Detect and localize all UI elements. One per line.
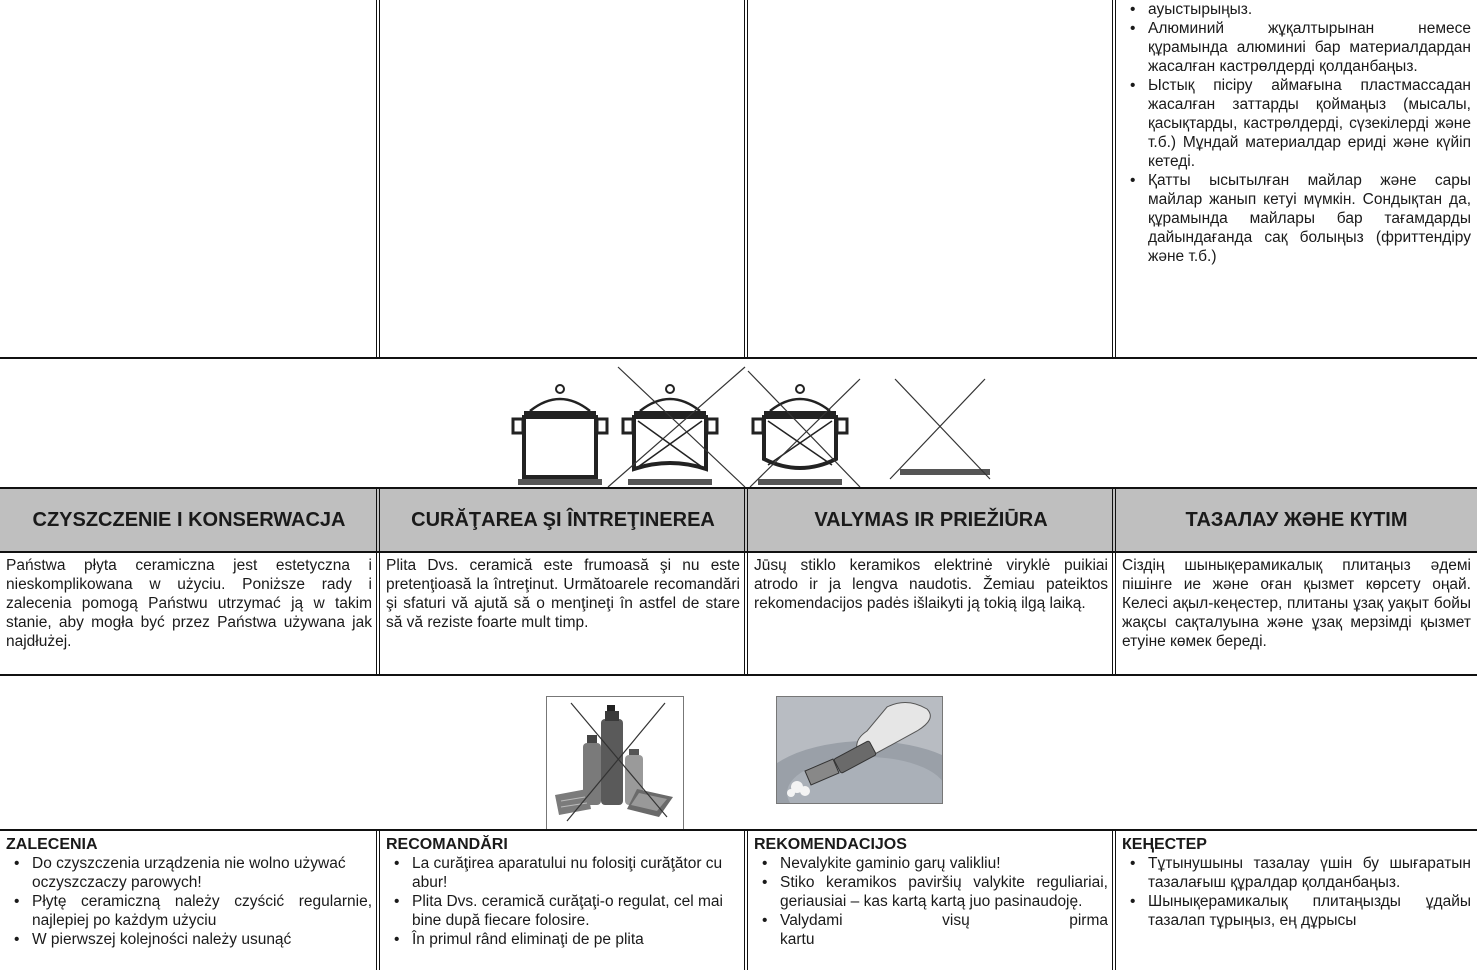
heading-lt: VALYMAS IR PRIEŽIŪRA — [814, 508, 1048, 531]
row-divider — [0, 357, 1477, 359]
intro-kk: Сіздің шынықерамикалық плитаңыз әдемі пі… — [1122, 557, 1471, 650]
pot-with-curved-base-crossed-icon — [607, 366, 746, 487]
row-divider — [0, 829, 1477, 831]
list-item: Valydami visų pirma kartu — [754, 911, 1108, 949]
pot-with-curved-base-crossed-icon — [747, 370, 861, 487]
heading-kk: ТАЗАЛАУ ЖӘНЕ КҮТІМ — [1185, 508, 1408, 531]
list-item: Plita Dvs. ceramică curăţaţi-o regulat, … — [386, 892, 740, 930]
list-item: Płytę ceramiczną należy czyścić regularn… — [6, 892, 372, 930]
intro-lt: Jūsų stiklo keramikos elektrinė viryklė … — [754, 557, 1108, 612]
column-divider — [1112, 0, 1116, 359]
column-divider — [376, 489, 380, 676]
top-col2-empty — [380, 0, 744, 357]
recommendations-title: КЕҢЕСТЕР — [1122, 836, 1207, 853]
heading-pl: CZYSZCZENIE I KONSERWACJA — [32, 508, 346, 531]
spray-cans-crossed-icon — [546, 696, 684, 830]
column-divider — [1112, 489, 1116, 676]
recommendations-ro: RECOMANDĂRI La curăţirea aparatului nu f… — [380, 833, 746, 970]
top-col1-empty — [0, 0, 376, 357]
cleaning-illustrations-row — [0, 676, 1477, 845]
bullet-item: Ыстық пісіру аймағына пластмассадан жаса… — [1122, 76, 1471, 171]
list-item: La curăţirea aparatului nu folosiţi cură… — [386, 854, 740, 892]
column-divider — [744, 831, 748, 970]
scraper-cleaning-icon — [757, 696, 977, 845]
section-heading-band: CZYSZCZENIE I KONSERWACJA CURĂŢAREA ŞI Î… — [0, 489, 1477, 551]
list-item: W pierwszej kolejności należy usunąć — [6, 930, 372, 949]
list-item: Nevalykite gaminio garų valikliu! — [754, 854, 1108, 873]
top-col4-text: ауыстырыңыз. Алюминий жұқалтырынан немес… — [1116, 0, 1477, 357]
list-item: Тұтынушыны тазалау үшін бу шығаратын таз… — [1122, 854, 1471, 892]
bullet-item: Алюминий жұқалтырынан немесе құрамында а… — [1122, 19, 1471, 76]
list-item: Do czyszczenia urządzenia nie wolno używ… — [6, 854, 372, 892]
recommendations-kk: КЕҢЕСТЕР Тұтынушыны тазалау үшін бу шыға… — [1116, 833, 1477, 970]
recommendations-title: RECOMANDĂRI — [386, 836, 508, 853]
top-col4-continuation: ауыстырыңыз. — [1122, 0, 1471, 19]
row-divider — [0, 674, 1477, 676]
row-divider — [0, 551, 1477, 553]
top-col3-empty — [748, 0, 1112, 357]
column-divider — [744, 489, 748, 676]
column-divider — [744, 0, 748, 359]
intro-ro: Plita Dvs. ceramică este frumoasă şi nu … — [386, 557, 740, 631]
pot-on-flat-base-icon — [511, 384, 609, 485]
column-divider — [1112, 831, 1116, 970]
list-item: Шынықерамикалық плитаңызды ұдайы тазалап… — [1122, 892, 1471, 930]
row-divider — [0, 487, 1477, 489]
intro-pl: Państwa płyta ceramiczna jest estetyczna… — [6, 557, 372, 650]
column-divider — [376, 0, 380, 359]
list-item: În primul rând eliminaţi de pe plita — [386, 930, 740, 949]
recommendations-pl: ZALECENIA Do czyszczenia urządzenia nie … — [0, 833, 378, 970]
recommendations-title: ZALECENIA — [6, 836, 98, 853]
cookware-icons-row — [0, 359, 1477, 487]
recommendations-title: REKOMENDACIJOS — [754, 836, 907, 853]
column-divider — [376, 831, 380, 970]
no-pot-crossed-icon — [889, 378, 991, 480]
bullet-item: Қатты ысытылған майлар және сары майлар … — [1122, 171, 1471, 266]
list-item: Stiko keramikos paviršių valykite reguli… — [754, 873, 1108, 911]
heading-ro: CURĂŢAREA ŞI ÎNTREŢINEREA — [411, 508, 715, 531]
recommendations-lt: REKOMENDACIJOS Nevalykite gaminio garų v… — [748, 833, 1114, 970]
